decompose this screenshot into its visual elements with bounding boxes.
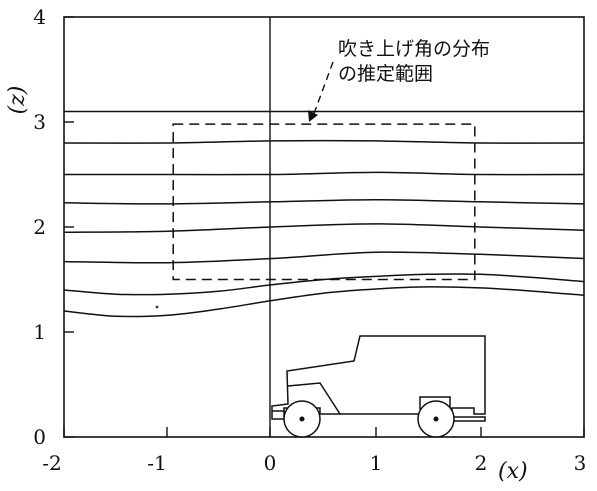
- vehicle-model: [271, 335, 486, 438]
- wheel-hub-icon: [299, 416, 305, 422]
- annotation-line-1: 吹き上げ角の分布: [338, 38, 490, 60]
- streamline-7: [63, 273, 585, 296]
- z-tick-label: 4: [33, 5, 46, 29]
- x-tick-label: 3: [574, 451, 587, 475]
- vehicle-bumper: [272, 410, 486, 422]
- annotation-leader: [311, 61, 334, 120]
- scan-dot: [155, 305, 159, 309]
- streamline-5: [63, 223, 585, 234]
- x-tick-label: 1: [370, 451, 383, 475]
- x-tick-group: -2 -1 0 1 2 3: [42, 427, 586, 475]
- z-tick-label: 0: [33, 425, 46, 449]
- z-tick-group: 0 1 2 3 4: [33, 5, 74, 449]
- streamline-group: [63, 110, 585, 318]
- plot-frame: [63, 16, 585, 438]
- estimation-box: [172, 123, 476, 281]
- streamline-2: [63, 139, 585, 144]
- streamline-4: [63, 198, 585, 205]
- z-tick-label: 3: [33, 110, 46, 134]
- x-tick-label: 0: [264, 451, 277, 475]
- wheel-hub-icon: [433, 416, 439, 422]
- x-tick-label: -1: [147, 451, 166, 475]
- vehicle-cab-line: [287, 382, 341, 415]
- streamline-3: [64, 171, 585, 176]
- x-tick-label: -2: [42, 451, 61, 475]
- streamline-6: [63, 251, 585, 264]
- z-tick-label: 2: [33, 215, 46, 239]
- streamline-8: [63, 286, 585, 318]
- annotation-arrowhead: [308, 110, 318, 122]
- annotation-line-2: の推定範囲: [338, 63, 433, 85]
- x-axis-label: (x): [498, 459, 528, 484]
- x-tick-label: 2: [475, 451, 488, 475]
- z-tick-label: 1: [33, 320, 46, 344]
- z-axis-label: (z): [5, 86, 30, 115]
- estimation-box-group: [172, 123, 476, 281]
